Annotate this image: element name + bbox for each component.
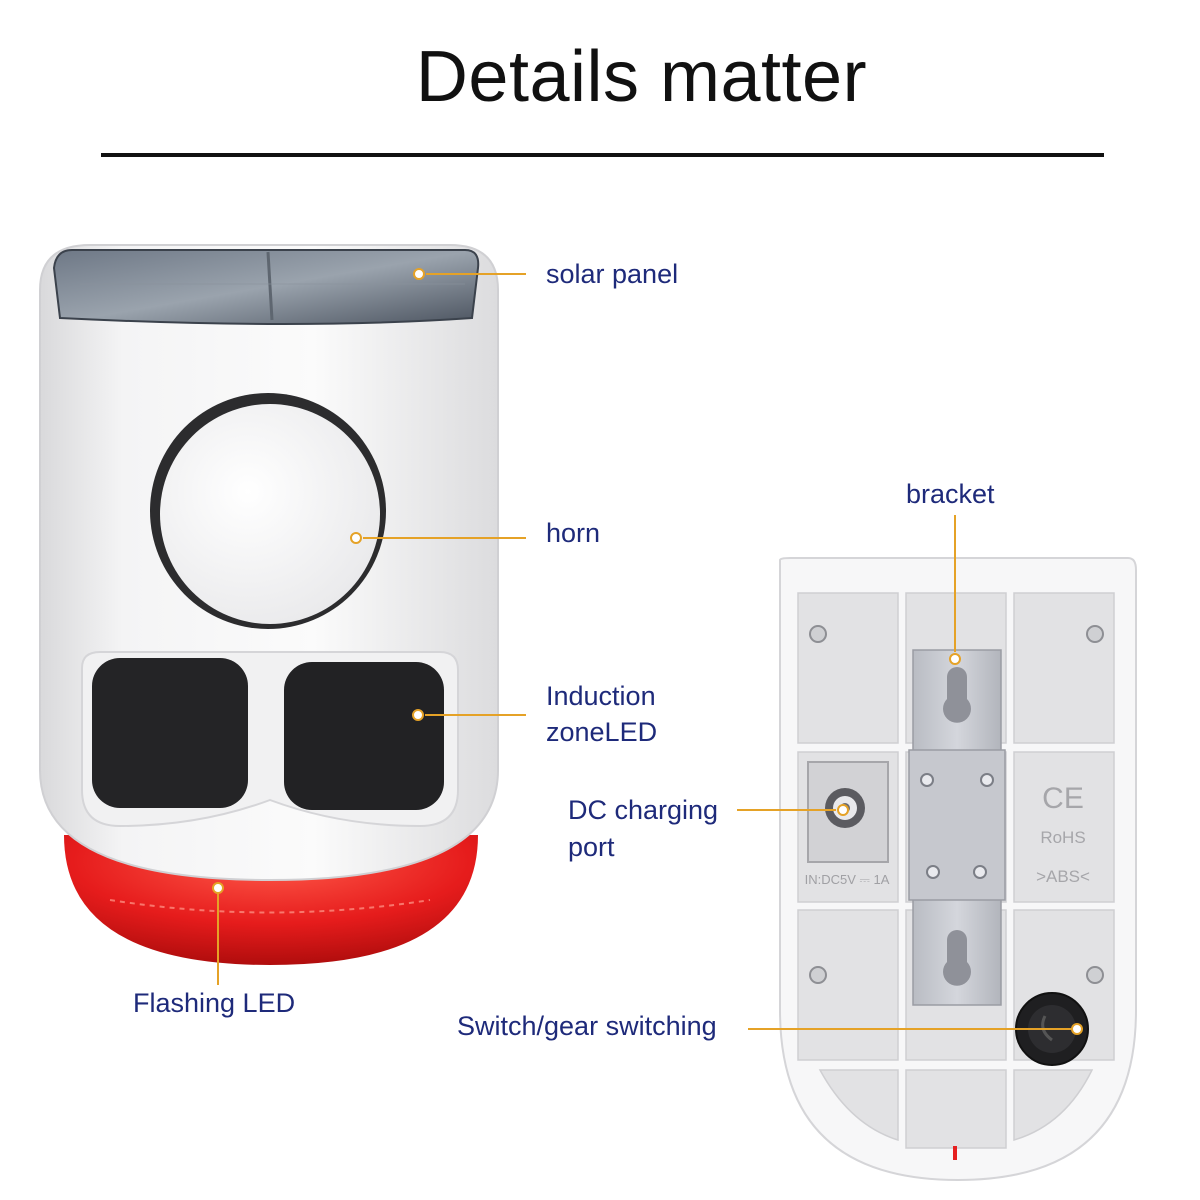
label-bracket: bracket <box>906 479 995 509</box>
label-dc-line1: DC charging <box>568 795 719 825</box>
siren-device <box>39 244 499 965</box>
leader-lines <box>212 268 1083 1035</box>
label-induction-line1: Induction <box>546 681 656 711</box>
label-dc-line2: port <box>568 832 615 862</box>
rohs-marking: RoHS <box>1040 828 1085 847</box>
label-induction-line2: zoneLED <box>546 717 658 747</box>
screw <box>809 625 827 643</box>
ce-marking: CE <box>1042 782 1084 815</box>
label-solar-panel: solar panel <box>546 259 679 289</box>
input-marking: IN:DC5V ⎓ 1A <box>805 872 890 887</box>
title-divider <box>101 153 1104 157</box>
label-flashing-led: Flashing LED <box>133 988 296 1018</box>
induction-led-right <box>284 662 444 810</box>
abs-marking: >ABS< <box>1036 867 1090 886</box>
label-switch: Switch/gear switching <box>457 1011 717 1041</box>
solar-panel <box>52 249 480 325</box>
induction-led-left <box>92 658 248 808</box>
label-horn: horn <box>546 518 601 548</box>
screw <box>1086 966 1104 984</box>
screw <box>1086 625 1104 643</box>
page-title: Details matter <box>415 37 868 117</box>
screw <box>809 966 827 984</box>
back-panel-device: IN:DC5V ⎓ 1A CE RoHS >ABS< <box>779 557 1137 1182</box>
